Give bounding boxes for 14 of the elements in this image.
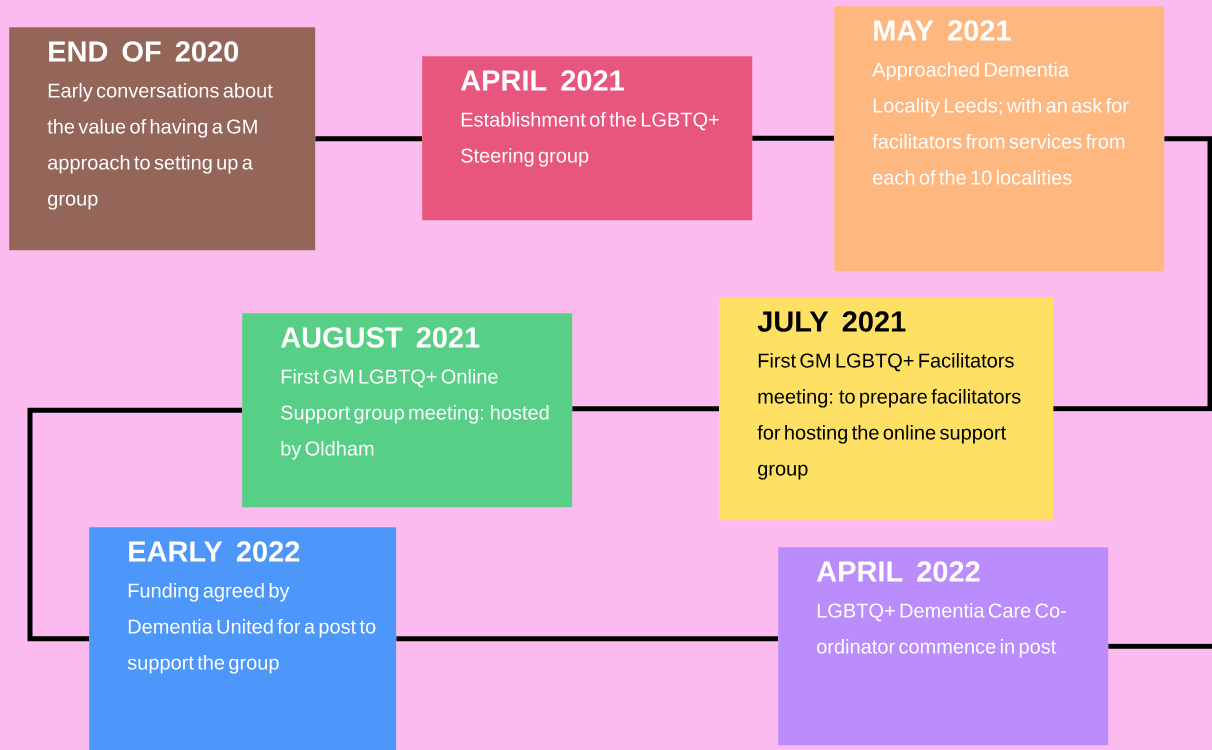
connector-line xyxy=(27,407,242,642)
timeline-box: AUGUST 2021 First GM LGBTQ+ Online Support group meeting: hosted by Oldham xyxy=(242,313,573,508)
connector-line xyxy=(752,135,834,141)
timeline-box: END OF 2020 Early conversations about the value of having a GM approach to setting up a group xyxy=(9,27,316,251)
timeline-box: MAY 2021 Approached Dementia Locality Leeds; with an ask for facilitators from services from each of the 10 localities xyxy=(834,6,1165,272)
connector-line xyxy=(572,406,719,412)
timeline-box: APRIL 2021 Establishment of the LGBTQ+ Steering group xyxy=(422,56,753,221)
connector-line xyxy=(1053,136,1212,412)
timeline-box: APRIL 2022 LGBTQ+ Dementia Care Co-ordinator commence in post xyxy=(778,547,1109,746)
timeline-box: JULY 2021 First GM LGBTQ+ Facilitators meeting: to prepare facilitators for hosting the online support group xyxy=(719,297,1054,521)
connector-line xyxy=(1108,643,1212,649)
timeline-box: EARLY 2022 Funding agreed by Dementia United for a post to support the group xyxy=(89,527,397,750)
connector-line xyxy=(396,636,778,642)
connector-line xyxy=(315,136,422,142)
